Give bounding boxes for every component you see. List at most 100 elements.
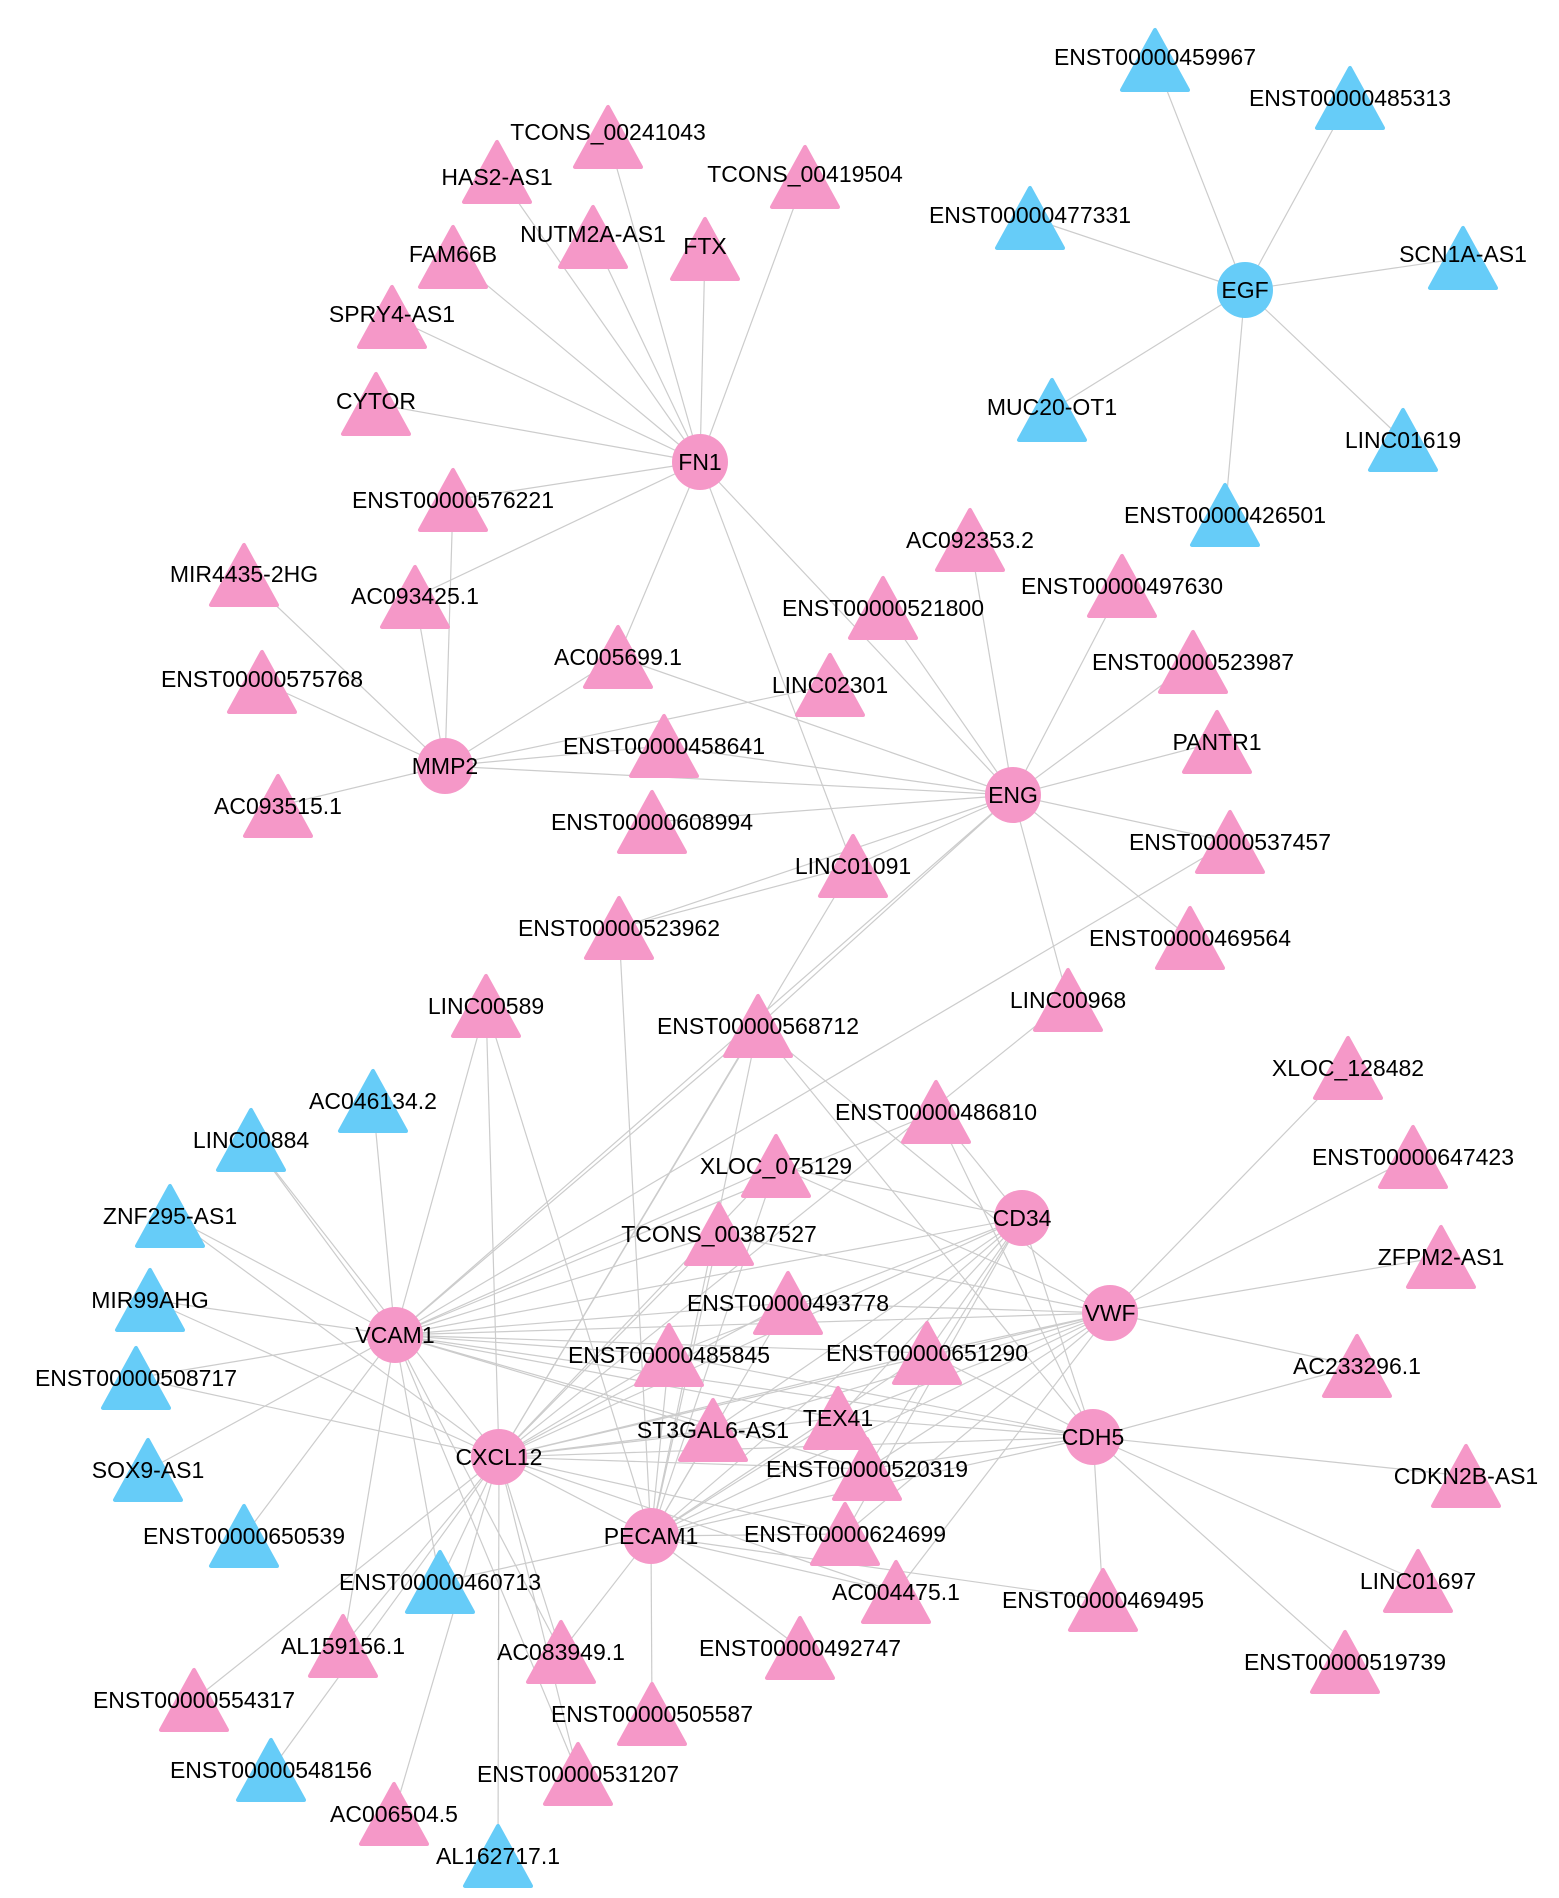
node-label-enst00000458641: ENST00000458641 (563, 733, 765, 759)
lncrna-node-enst00000651290 (892, 1321, 962, 1385)
node-label-ac046134-2: AC046134.2 (309, 1088, 437, 1114)
edge-fn1-has2-as1 (496, 171, 701, 463)
edge-vcam1-mir99ahg (149, 1299, 396, 1336)
lncrna-node-cytor (341, 372, 411, 436)
edge-vcam1-ac046134-2 (372, 1100, 396, 1336)
lncrna-node-enst00000485845 (634, 1323, 704, 1387)
edge-cxcl12-ac006504-5 (393, 1456, 500, 1815)
edge-fn1-ac093425-1 (414, 461, 701, 598)
node-label-fn1: FN1 (678, 449, 721, 475)
edge-pecam1-xloc-075129 (650, 1165, 777, 1537)
lncrna-node-enst00000521800 (848, 576, 918, 640)
edge-eng-linc01091 (852, 794, 1014, 867)
edge-vwf-enst00000520319 (866, 1312, 1111, 1470)
node-label-cdkn2b-as1: CDKN2B-AS1 (1394, 1463, 1538, 1489)
lncrna-node-enst00000554317 (159, 1668, 229, 1732)
node-label-sox9-as1: SOX9-AS1 (92, 1457, 205, 1483)
node-label-znf295-as1: ZNF295-AS1 (103, 1203, 237, 1229)
lncrna-node-enst00000493778 (753, 1271, 823, 1335)
node-label-enst00000477331: ENST00000477331 (929, 202, 1131, 228)
edge-egf-enst00000477331 (1029, 217, 1246, 291)
edge-vcam1-enst00000493778 (394, 1302, 789, 1336)
lncrna-node-ac233296-1 (1322, 1334, 1392, 1398)
lncrna-node-enst00000485313 (1315, 66, 1385, 130)
edge-cdh5-enst00000651290 (926, 1352, 1094, 1438)
lncrna-node-ac092353-2 (935, 508, 1005, 572)
edge-cxcl12-linc00884 (250, 1139, 500, 1458)
node-label-ftx: FTX (683, 233, 726, 259)
edge-cxcl12-znf295-as1 (169, 1215, 500, 1458)
lncrna-node-al159156-1 (308, 1614, 378, 1678)
edge-cxcl12-enst00000520319 (498, 1456, 868, 1470)
edge-vwf-tcons-00387527 (718, 1233, 1111, 1314)
node-label-xloc-075129: XLOC_075129 (700, 1153, 852, 1179)
edge-vcam1-linc00884 (250, 1139, 396, 1336)
node-label-enst00000568712: ENST00000568712 (657, 1013, 859, 1039)
lncrna-node-al162717-1 (463, 1824, 533, 1888)
edge-eng-enst00000608994 (651, 794, 1014, 823)
edge-pecam1-enst00000460713 (439, 1535, 652, 1583)
lncrna-node-st3gal6-as1 (678, 1398, 748, 1462)
edge-cxcl12-enst00000485845 (498, 1354, 670, 1458)
node-label-st3gal6-as1: ST3GAL6-AS1 (637, 1417, 789, 1443)
gene-node-eng (985, 767, 1041, 823)
node-label-enst00000537457: ENST00000537457 (1129, 829, 1331, 855)
edge-vcam1-sox9-as1 (147, 1334, 396, 1471)
edge-linc01091-enst00000523962 (618, 865, 854, 929)
node-label-enst00000486810: ENST00000486810 (835, 1099, 1037, 1125)
edge-cxcl12-cdh5 (498, 1436, 1094, 1458)
edge-mmp2-ac093515-1 (277, 765, 446, 807)
gene-node-cdh5 (1065, 1409, 1121, 1465)
edge-cxcl12-xloc-075129 (498, 1165, 777, 1458)
lncrna-node-enst00000548156 (236, 1738, 306, 1802)
node-label-enst00000647423: ENST00000647423 (1312, 1144, 1514, 1170)
lncrna-node-ftx (670, 217, 740, 281)
gene-node-cxcl12 (471, 1429, 527, 1485)
edge-fn1-tcons-00419504 (699, 176, 806, 463)
node-label-tcons-00387527: TCONS_00387527 (621, 1221, 817, 1247)
lncrna-node-linc01091 (818, 834, 888, 898)
edge-vcam1-enst00000531207 (394, 1334, 579, 1775)
edge-cxcl12-enst00000548156 (270, 1456, 500, 1771)
edge-vwf-enst00000493778 (787, 1302, 1111, 1314)
node-label-muc20-ot1: MUC20-OT1 (987, 394, 1117, 420)
node-label-tcons-00241043: TCONS_00241043 (510, 119, 706, 145)
lncrna-node-enst00000505587 (617, 1682, 687, 1746)
lncrna-node-mir4435-2hg (209, 543, 279, 607)
node-label-enst00000650539: ENST00000650539 (143, 1523, 345, 1549)
gene-node-pecam1 (623, 1508, 679, 1564)
edge-vwf-enst00000647423 (1109, 1156, 1414, 1314)
edge-cdh5-tex41 (837, 1417, 1094, 1438)
node-label-zfpm2-as1: ZFPM2-AS1 (1378, 1244, 1505, 1270)
edge-eng-ac005699-1 (617, 656, 1014, 796)
node-label-enst00000523962: ENST00000523962 (518, 915, 720, 941)
lncrna-node-enst00000537457 (1195, 810, 1265, 874)
edge-pecam1-ac004475-1 (650, 1535, 897, 1593)
edge-cd34-tex41 (837, 1217, 1023, 1419)
node-label-mir99ahg: MIR99AHG (91, 1287, 209, 1313)
edge-layer (135, 59, 1467, 1857)
edge-mmp2-linc02301 (444, 684, 831, 767)
node-label-enst00000505587: ENST00000505587 (551, 1701, 753, 1727)
edge-cdh5-cdkn2b-as1 (1092, 1436, 1467, 1477)
lncrna-node-ac046134-2 (338, 1069, 408, 1133)
node-label-egf: EGF (1221, 277, 1268, 303)
edge-vcam1-enst00000568712 (394, 1025, 759, 1336)
node-label-enst00000469495: ENST00000469495 (1002, 1587, 1204, 1613)
node-label-tex41: TEX41 (803, 1405, 873, 1431)
edge-cdh5-enst00000520319 (866, 1436, 1094, 1470)
edge-vcam1-al159156-1 (342, 1334, 396, 1647)
node-label-ac233296-1: AC233296.1 (1293, 1353, 1421, 1379)
edge-pecam1-enst00000624699 (650, 1533, 846, 1537)
edge-pecam1-enst00000651290 (650, 1352, 928, 1537)
node-label-ac093515-1: AC093515.1 (214, 793, 342, 819)
lncrna-node-tcons-00387527 (684, 1202, 754, 1266)
edge-cxcl12-tcons-00387527 (498, 1233, 720, 1458)
lncrna-node-ac006504-5 (359, 1782, 429, 1846)
edge-egf-linc01619 (1244, 289, 1404, 441)
edge-eng-linc00968 (1012, 794, 1069, 1001)
lncrna-node-linc01619 (1368, 408, 1438, 472)
lncrna-node-enst00000624699 (810, 1502, 880, 1566)
edge-pecam1-linc00589 (485, 1005, 652, 1537)
lncrna-node-enst00000508717 (101, 1346, 171, 1410)
